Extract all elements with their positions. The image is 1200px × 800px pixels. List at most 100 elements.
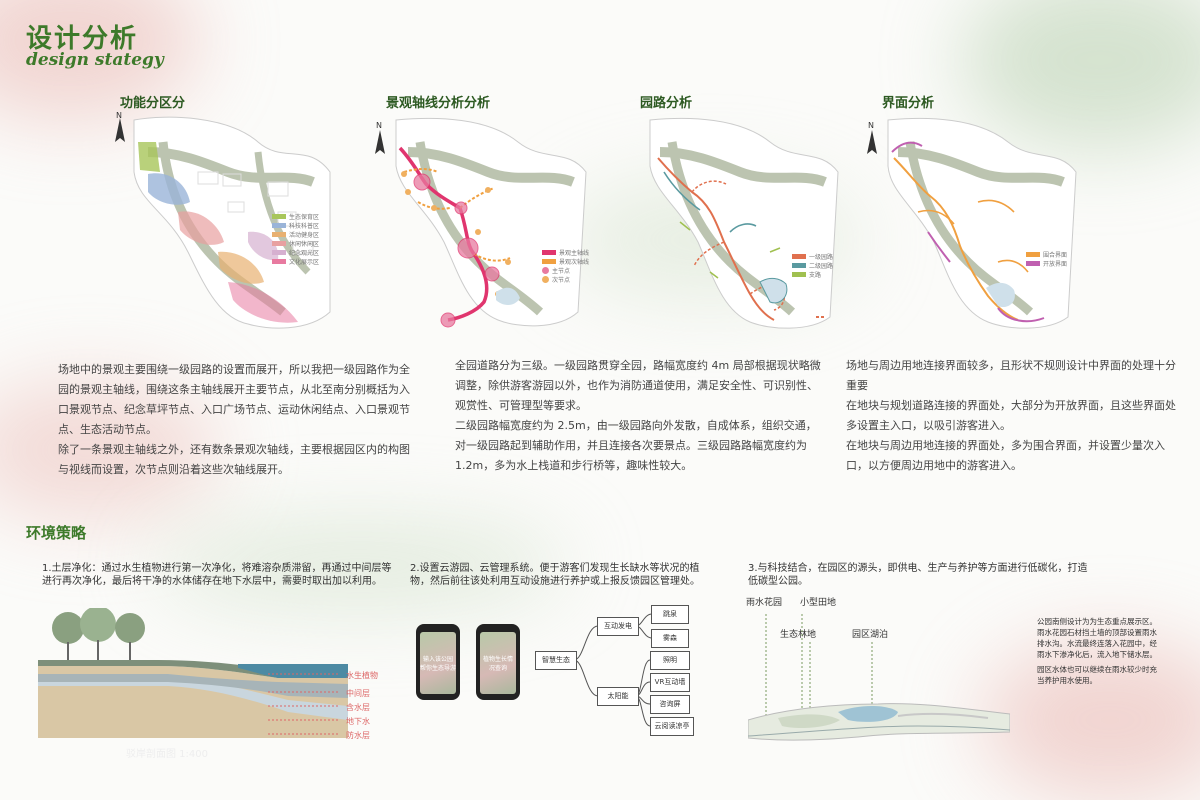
map-title-function: 功能分区分 <box>120 96 186 111</box>
map-title-interface: 界面分析 <box>882 96 935 111</box>
legend-swatch <box>542 276 549 283</box>
legend-swatch <box>272 259 286 264</box>
legend-swatch <box>272 223 286 228</box>
paragraph-text: 全园道路分为三级。一级园路贯穿全园，路幅宽度约 4m 局部根据现状略微调整，除供… <box>455 359 821 412</box>
function-zone-map: N <box>115 112 331 329</box>
node-branch: 太阳能 <box>597 687 639 706</box>
paragraph-text: 二级园路幅宽度约为 2.5m，由一级园路向外发散，自成体系，组织交通，对一级园路… <box>455 419 817 472</box>
legend-road: 一级园路 二级园路 支路 <box>792 252 833 279</box>
garden-road-map <box>649 117 839 329</box>
legend-axis: 景观主轴线 景观次轴线 主节点 次节点 <box>542 248 589 284</box>
landscape-axis-map: N <box>375 117 587 328</box>
bg-wash-red <box>0 380 220 520</box>
legend-swatch <box>792 263 806 268</box>
paragraph-text: 场地中的景观主要围绕一级园路的设置而展开，所以我把一级园路作为全园的景观主轴线，… <box>58 363 410 436</box>
phone-text: 输入该公园 <box>422 656 453 663</box>
paragraph-text: 场地与周边用地连接界面较多，且形状不规则设计中界面的处理十分重要 <box>846 359 1176 392</box>
site-label: 小型田地 <box>800 598 837 608</box>
section-caption: 驳岸剖面图 1:400 <box>126 749 208 760</box>
north-arrow-icon: N <box>375 121 385 154</box>
bg-wash-red <box>980 640 1200 800</box>
node-branch: 互动发电 <box>597 617 639 636</box>
phone-screen: 输入该公园帮你生态导游 <box>420 632 456 694</box>
node-leaf: 跳泉 <box>651 605 689 624</box>
legend-item: 开放界面 <box>1043 261 1068 268</box>
layer-label: 防水层 <box>346 731 370 740</box>
paragraph-road: 全园道路分为三级。一级园路贯穿全园，路幅宽度约 4m 局部根据现状略微调整，除供… <box>455 356 825 476</box>
legend-swatch <box>272 214 286 219</box>
legend-item: 支路 <box>809 272 822 279</box>
interface-map: N <box>867 117 1077 329</box>
phone-mockup: 输入该公园帮你生态导游 <box>416 624 460 700</box>
legend-interface: 围合界面 开放界面 <box>1026 250 1067 268</box>
paragraph-axis: 场地中的景观主要围绕一级园路的设置而展开，所以我把一级园路作为全园的景观主轴线，… <box>58 360 410 480</box>
phone-text: 植物生长情 <box>482 656 513 663</box>
node-leaf: 咨询屏 <box>650 695 690 714</box>
legend-item: 二级园路 <box>809 263 834 270</box>
note-text: 园区水体也可以继续在雨水较少时充当养护用水使用。 <box>1037 665 1157 685</box>
paragraph-interface: 场地与周边用地连接界面较多，且形状不规则设计中界面的处理十分重要 在地块与规划道… <box>846 356 1176 476</box>
phone-text: 帮你生态导游 <box>420 665 457 672</box>
page-subtitle: design stategy <box>26 50 164 70</box>
legend-item: 活动健身区 <box>289 232 320 239</box>
legend-item: 休闲休闲区 <box>289 241 320 248</box>
legend-item: 景观次轴线 <box>559 259 590 266</box>
strategy-text-tech: 3.与科技结合，在园区的源头，即供电、生产与养护等方面进行低碳化，打造低碳型公园… <box>748 563 1088 587</box>
node-leaf: 雾森 <box>651 629 689 648</box>
paragraph-text: 在地块与规划道路连接的界面处，大部分为开放界面，且这些界面处多设置主入口，以吸引… <box>846 399 1176 432</box>
north-arrow-icon: N <box>867 121 877 154</box>
layer-label: 中间层 <box>346 689 370 698</box>
legend-function: 生态保育区 科技科普区 活动健身区 休闲休闲区 纪念观光区 文化展示区 <box>272 212 319 266</box>
tree-icon <box>52 608 145 666</box>
strategy-text-soil: 1.土层净化：通过水生植物进行第一次净化，将难溶杂质滞留，再通过中间层等进行再次… <box>42 563 392 587</box>
legend-swatch <box>1026 252 1040 257</box>
park-perspective-diagram <box>748 614 1010 741</box>
bg-wash-green <box>150 520 570 610</box>
page-title: 设计分析 <box>26 24 139 54</box>
tree-diagram-lines <box>573 613 653 727</box>
map-title-axis: 景观轴线分析分析 <box>386 96 491 111</box>
node-leaf: 照明 <box>650 651 690 670</box>
strategy-text-cloud: 2.设置云游园、云管理系统。便于游客们发现生长缺水等状况的植物，然后前往该处利用… <box>410 563 700 587</box>
legend-swatch <box>272 250 286 255</box>
node-root: 智慧生态 <box>535 651 577 670</box>
node-leaf: VR互动墙 <box>650 673 690 692</box>
site-label: 生态林地 <box>780 630 817 640</box>
legend-item: 纪念观光区 <box>289 250 320 257</box>
section-title-environment: 环境策略 <box>26 524 87 542</box>
phone-text: 况查询 <box>488 665 507 672</box>
legend-item: 生态保育区 <box>289 214 320 221</box>
map-title-road: 园路分析 <box>640 96 693 111</box>
svg-text:N: N <box>868 121 874 130</box>
riverbank-section-diagram <box>38 608 348 738</box>
legend-item: 次节点 <box>552 277 571 284</box>
note-block: 公园南侧设计为为生态重点展示区。 雨水花园石材挡土墙的顶部设置雨水排水沟。水流最… <box>1037 616 1159 686</box>
legend-item: 一级园路 <box>809 254 834 261</box>
legend-item: 围合界面 <box>1043 252 1068 259</box>
node-leaf: 云阅读凉亭 <box>650 717 694 736</box>
note-text: 公园南侧设计为为生态重点展示区。 <box>1037 617 1157 626</box>
legend-swatch <box>792 272 806 277</box>
legend-item: 文化展示区 <box>289 259 320 266</box>
note-text: 雨水花园石材挡土墙的顶部设置雨水排水沟。水流最终连落入花园中，经雨水下渗净化后，… <box>1037 628 1157 659</box>
legend-swatch <box>1026 261 1040 266</box>
site-label: 园区湖泊 <box>852 630 889 640</box>
legend-swatch <box>542 259 556 264</box>
legend-swatch <box>272 241 286 246</box>
paragraph-text: 除了一条景观主轴线之外，还有数条景观次轴线，主要根据园区内的构图与视线而设置，次… <box>58 443 410 476</box>
legend-swatch <box>542 267 549 274</box>
legend-item: 主节点 <box>552 268 571 275</box>
north-arrow-icon: N <box>115 112 125 142</box>
legend-item: 科技科普区 <box>289 223 320 230</box>
layer-label: 含水层 <box>346 703 370 712</box>
svg-text:N: N <box>376 121 382 130</box>
phone-mockup: 植物生长情况查询 <box>476 624 520 700</box>
svg-text:N: N <box>116 112 122 120</box>
legend-swatch <box>792 254 806 259</box>
phone-screen: 植物生长情况查询 <box>480 632 516 694</box>
site-label: 雨水花园 <box>746 598 783 608</box>
layer-label: 水生植物 <box>346 671 378 680</box>
legend-swatch <box>272 232 286 237</box>
legend-swatch <box>542 250 556 255</box>
paragraph-text: 在地块与周边用地连接的界面处，多为围合界面，并设置少量次入口，以方便周边用地中的… <box>846 439 1165 472</box>
